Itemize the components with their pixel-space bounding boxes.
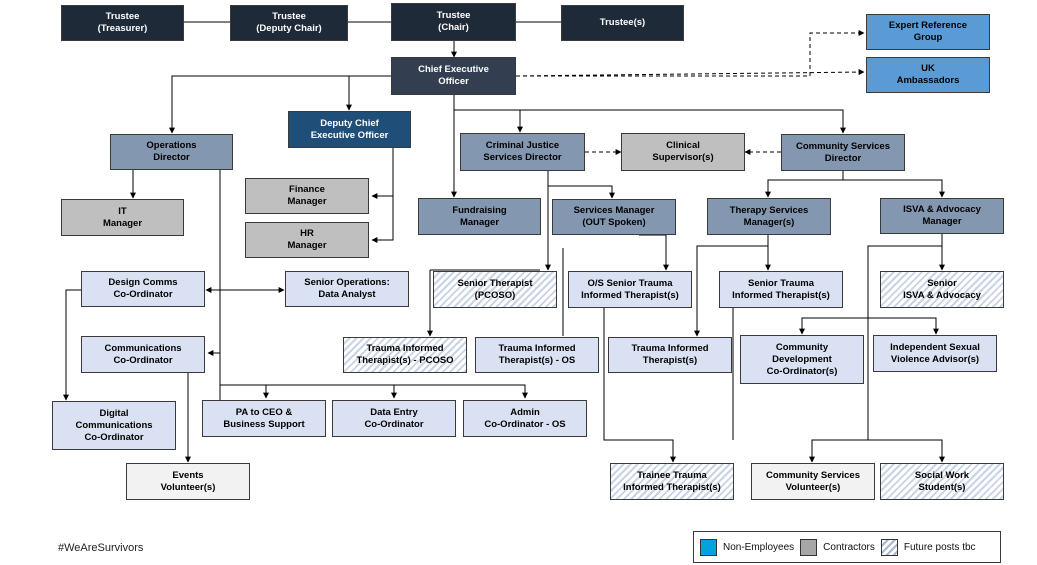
node-finance-manager: Finance Manager: [245, 178, 369, 214]
node-events-volunteers: Events Volunteer(s): [126, 463, 250, 500]
node-chief-executive-officer: Chief Executive Officer: [391, 57, 516, 95]
node-trainee-trauma-therapist: Trainee Trauma Informed Therapist(s): [610, 463, 734, 500]
node-hr-manager: HR Manager: [245, 222, 369, 258]
node-trauma-therapist-os: Trauma Informed Therapist(s) - OS: [475, 337, 599, 373]
node-operations-director: Operations Director: [110, 134, 233, 170]
node-trustee-deputy-chair: Trustee (Deputy Chair): [230, 5, 348, 41]
node-communications-coordinator: Communications Co-Ordinator: [81, 336, 205, 373]
node-social-work-students: Social Work Student(s): [880, 463, 1004, 500]
node-design-comms-coordinator: Design Comms Co-Ordinator: [81, 271, 205, 307]
node-data-entry-coordinator: Data Entry Co-Ordinator: [332, 400, 456, 437]
node-community-development-coordinator: Community Development Co-Ordinator(s): [740, 335, 864, 384]
node-trauma-informed-therapist: Trauma Informed Therapist(s): [608, 337, 732, 373]
node-senior-therapist-pcoso: Senior Therapist (PCOSO): [433, 271, 557, 308]
legend-swatch-non-employees: [700, 538, 717, 556]
node-clinical-supervisor: Clinical Supervisor(s): [621, 133, 745, 171]
node-trauma-therapist-pcoso: Trauma Informed Therapist(s) - PCOSO: [343, 337, 467, 373]
node-trustee-chair: Trustee (Chair): [391, 3, 516, 41]
node-isva-advisor: Independent Sexual Violence Advisor(s): [873, 335, 997, 372]
legend-swatch-contractors: [800, 538, 818, 556]
hashtag-label: #WeAreSurvivors: [58, 542, 144, 554]
node-it-manager: IT Manager: [61, 199, 184, 236]
node-digital-communications-coordinator: Digital Communications Co-Ordinator: [52, 401, 176, 450]
legend-label-future-posts: Future posts tbc: [903, 541, 976, 553]
node-community-services-director: Community Services Director: [781, 134, 905, 171]
node-therapy-services-manager: Therapy Services Manager(s): [707, 198, 831, 235]
legend: Non-Employees Contractors Future posts t…: [693, 531, 1001, 563]
legend-label-contractors: Contractors: [823, 541, 875, 553]
node-deputy-ceo: Deputy Chief Executive Officer: [288, 111, 411, 148]
node-expert-reference-group: Expert Reference Group: [866, 14, 990, 50]
node-trustees: Trustee(s): [561, 5, 684, 41]
node-senior-trauma-therapist: Senior Trauma Informed Therapist(s): [719, 271, 843, 308]
node-uk-ambassadors: UK Ambassadors: [866, 57, 990, 93]
node-community-services-volunteers: Community Services Volunteer(s): [751, 463, 875, 500]
node-criminal-justice-director: Criminal Justice Services Director: [460, 133, 585, 171]
node-admin-coordinator-os: Admin Co-Ordinator - OS: [463, 400, 587, 437]
node-isva-advocacy-manager: ISVA & Advocacy Manager: [880, 198, 1004, 234]
node-services-manager: Services Manager (OUT Spoken): [552, 199, 676, 235]
node-fundraising-manager: Fundraising Manager: [418, 198, 541, 235]
node-senior-isva-advocacy: Senior ISVA & Advocacy: [880, 271, 1004, 308]
node-pa-to-ceo: PA to CEO & Business Support: [202, 400, 326, 437]
node-senior-operations-data-analyst: Senior Operations: Data Analyst: [285, 271, 409, 307]
legend-label-non-employees: Non-Employees: [723, 541, 795, 553]
node-trustee-treasurer: Trustee (Treasurer): [61, 5, 184, 41]
node-os-senior-trauma-therapist: O/S Senior Trauma Informed Therapist(s): [568, 271, 692, 308]
legend-swatch-future-posts: [880, 538, 898, 556]
